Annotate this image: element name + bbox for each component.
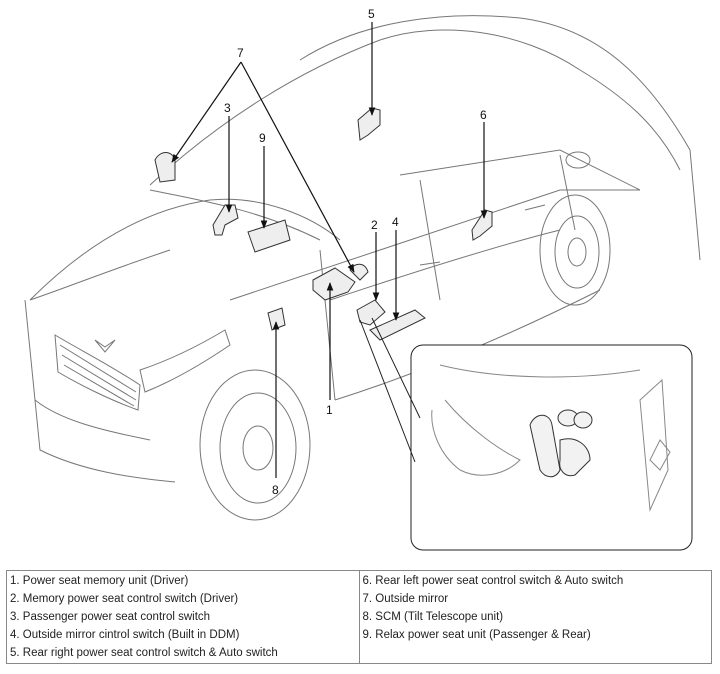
callout-numbers: 1 2 3 4 5 6 7 8 9 [224, 7, 487, 497]
legend-item-7: 7. Outside mirror [362, 593, 449, 605]
passenger-switch-shape [212, 204, 239, 236]
memory-unit-shape [312, 267, 356, 301]
legend-item-6: 6. Rear left power seat control switch &… [362, 575, 624, 587]
rear-left-switch-shape [471, 209, 493, 241]
legend-table: 1. Power seat memory unit (Driver) 2. Me… [6, 570, 712, 664]
callout-8: 8 [272, 483, 279, 497]
legend-item-4: 4. Outside mirror cintrol switch (Built … [10, 629, 240, 641]
outside-mirror-shape [154, 152, 176, 183]
callout-4: 4 [392, 215, 399, 229]
legend-item-1: 1. Power seat memory unit (Driver) [10, 575, 189, 587]
legend-item-9: 9. Relax power seat unit (Passenger & Re… [362, 629, 591, 641]
legend-column-left: 1. Power seat memory unit (Driver) 2. Me… [6, 570, 360, 664]
rear-right-switch-shape [357, 107, 381, 141]
vehicle-illustration: 1 2 3 4 5 6 7 8 9 [24, 7, 701, 551]
ddm-switch-shape [369, 309, 426, 341]
memory-switch-shape [356, 299, 386, 326]
callout-3: 3 [224, 101, 231, 115]
legend-item-3: 3. Passenger power seat control switch [10, 611, 211, 623]
leader-lines [171, 22, 488, 478]
scm-shape [267, 307, 286, 331]
callout-9: 9 [259, 131, 266, 145]
relax-seat-unit-shape [247, 219, 291, 253]
leader-7a [171, 61, 242, 163]
callout-5: 5 [368, 7, 375, 21]
legend-column-right: 6. Rear left power seat control switch &… [358, 570, 712, 664]
callout-7: 7 [237, 46, 244, 60]
car-body [24, 15, 701, 521]
components [154, 107, 493, 341]
legend-item-2: 2. Memory power seat control switch (Dri… [10, 593, 239, 605]
callout-6: 6 [480, 108, 487, 122]
mirror-2-shape [349, 263, 369, 281]
callout-1: 1 [326, 403, 333, 417]
callout-2: 2 [371, 218, 378, 232]
legend-item-8: 8. SCM (Tilt Telescope unit) [362, 611, 504, 623]
legend-item-5: 5. Rear right power seat control switch … [10, 647, 278, 659]
inset-detail [359, 317, 693, 551]
leader-7b [240, 61, 355, 273]
